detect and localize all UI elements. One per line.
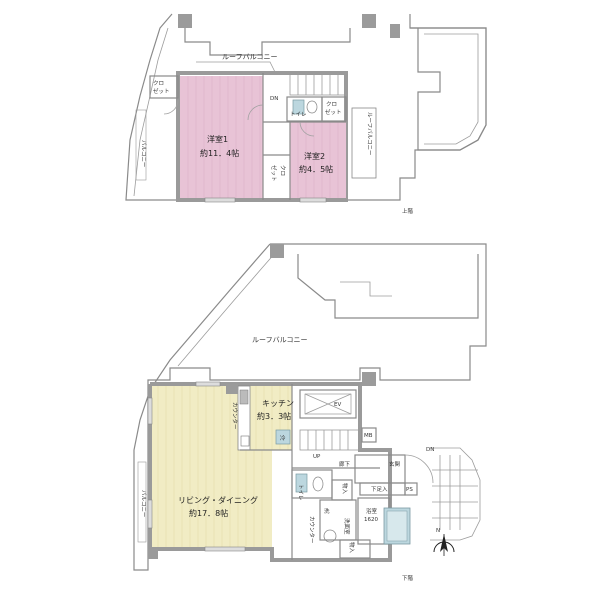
column bbox=[270, 244, 284, 258]
upper-closet-right-label-1: クロ bbox=[326, 101, 337, 108]
up-label: UP bbox=[313, 454, 321, 460]
lower-dn-label: DN bbox=[426, 447, 434, 453]
washroom-label: 洗面室 bbox=[343, 518, 351, 535]
room-2-size: 約4．5帖 bbox=[299, 164, 333, 174]
storage-1-label: 物入 bbox=[341, 483, 349, 495]
upper-closet-mid-label-1: クロ bbox=[279, 165, 286, 176]
ev-label: EV bbox=[334, 402, 341, 408]
toilet-fixture bbox=[292, 99, 305, 115]
upper-roof-balcony-top-label: ルーフバルコニー bbox=[222, 53, 277, 61]
upper-closet-left-label-2: ゼット bbox=[153, 87, 170, 95]
column bbox=[226, 384, 238, 394]
upper-toilet-label: トイレ bbox=[290, 112, 307, 118]
lower-floor: ルーフバルコニー キッチン 約3．3帖 カウンター 冷 リビング・ダイニング 約… bbox=[133, 243, 487, 582]
lower-balcony-left-label: バルコニー bbox=[140, 490, 147, 517]
lower-toilet-label: トイレ bbox=[297, 484, 303, 501]
entrance-label: 玄関 bbox=[389, 460, 401, 468]
mb-label: MB bbox=[364, 433, 373, 439]
bath-name: 浴室 bbox=[366, 507, 378, 515]
column bbox=[362, 14, 376, 28]
lower-floor-label: 下階 bbox=[402, 574, 414, 582]
stove-icon bbox=[239, 389, 249, 405]
ldk-size: 約17．8帖 bbox=[189, 508, 228, 518]
kitchen-counter-label: カウンター bbox=[231, 402, 239, 430]
room-1-name: 洋室1 bbox=[207, 134, 228, 144]
counter-label: カウンター bbox=[308, 516, 316, 544]
room-1-floor bbox=[180, 76, 263, 198]
sink-icon bbox=[240, 435, 250, 447]
column bbox=[178, 14, 192, 28]
bath-size: 1620 bbox=[364, 517, 378, 523]
upper-floor-label: 上階 bbox=[402, 207, 414, 215]
column bbox=[362, 372, 376, 386]
north-label: N bbox=[436, 528, 440, 534]
upper-roof-balcony-right-label: ルーフバルコニー bbox=[366, 112, 373, 156]
upper-floor: ルーフバルコニー クロ ゼット 洋室1 約11．4帖 洋室2 約4．5帖 DN … bbox=[125, 13, 487, 215]
hall-label: 廊下 bbox=[339, 460, 351, 468]
ps-label: PS bbox=[406, 487, 413, 493]
kitchen-size: 約3．3帖 bbox=[257, 411, 291, 421]
column bbox=[390, 24, 400, 38]
washing-machine-icon bbox=[323, 529, 337, 543]
north-arrow-icon: N bbox=[433, 528, 455, 556]
ldk-name: リビング・ダイニング bbox=[178, 495, 258, 505]
shoe-stand-label: 下足入 bbox=[371, 486, 388, 493]
washroom-short-label: 洗 bbox=[324, 507, 330, 515]
fridge-label: 冷 bbox=[280, 434, 286, 442]
toilet-fixture bbox=[295, 473, 308, 493]
upper-balcony-left-label: バルコニー bbox=[140, 140, 147, 167]
room-2-floor bbox=[290, 122, 346, 198]
room-1-size: 約11．4帖 bbox=[200, 148, 239, 158]
kitchen-name: キッチン bbox=[262, 399, 294, 408]
upper-closet-right-label-2: ゼット bbox=[325, 108, 342, 116]
column bbox=[148, 549, 158, 559]
fridge-icon bbox=[275, 429, 291, 445]
upper-closet-mid-label-2: ゼット bbox=[270, 165, 278, 182]
lower-roof-balcony-label: ルーフバルコニー bbox=[252, 336, 307, 344]
upper-closet-left-label-1: クロ bbox=[153, 80, 164, 87]
storage-2-label: 物入 bbox=[348, 542, 356, 554]
upper-dn-label: DN bbox=[270, 96, 278, 102]
room-2-name: 洋室2 bbox=[304, 151, 325, 161]
